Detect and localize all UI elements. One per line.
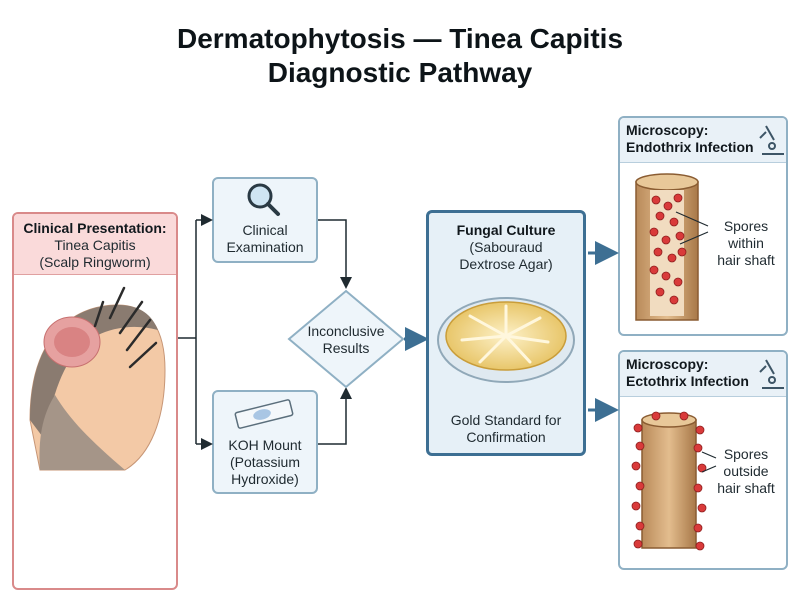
koh-line-1: KOH Mount bbox=[228, 437, 302, 453]
exam-line-1: Clinical bbox=[242, 222, 288, 238]
endothrix-title-2: Endothrix Infection bbox=[626, 139, 754, 155]
ectothrix-label-1: Spores bbox=[723, 446, 769, 462]
clinical-heading: Clinical Presentation: bbox=[23, 220, 167, 236]
culture-line-2: Dextrose Agar) bbox=[459, 256, 553, 272]
decision-diamond bbox=[287, 289, 405, 389]
ectothrix-label-2: outside bbox=[723, 463, 769, 479]
title-line-2: Diagnostic Pathway bbox=[267, 57, 533, 88]
endothrix-label-2: within bbox=[728, 235, 764, 251]
ectothrix-spores bbox=[631, 411, 707, 551]
endothrix-title-1: Microscopy: bbox=[626, 122, 709, 138]
microscope-icon bbox=[759, 359, 784, 389]
decision-line-2: Results bbox=[323, 340, 370, 356]
culture-footer-1: Gold Standard for bbox=[450, 412, 562, 428]
culture-heading: Fungal Culture bbox=[456, 222, 556, 238]
ectothrix-hair-shaft bbox=[631, 411, 717, 551]
ectothrix-label-3: hair shaft bbox=[717, 480, 775, 496]
page-title: Dermatophytosis — Tinea Capitis Diagnost… bbox=[0, 22, 800, 90]
scalp-illustration bbox=[29, 286, 166, 471]
clinical-line-1: Tinea Capitis bbox=[54, 237, 136, 253]
magnifier-icon bbox=[247, 183, 280, 216]
arrow-koh-to-decision bbox=[318, 387, 352, 445]
clinical-examination-box bbox=[212, 177, 318, 263]
endothrix-hair-shaft bbox=[635, 173, 709, 321]
clinical-line-2: (Scalp Ringworm) bbox=[39, 254, 151, 270]
ectothrix-title-1: Microscopy: bbox=[626, 356, 709, 372]
petri-dish-illustration bbox=[437, 297, 575, 383]
ectothrix-header bbox=[620, 352, 786, 397]
arrow-exam-to-decision bbox=[318, 219, 352, 289]
endothrix-spores bbox=[649, 193, 687, 305]
endothrix-label-3: hair shaft bbox=[717, 252, 775, 268]
culture-line-1: (Sabouraud bbox=[469, 239, 543, 255]
koh-line-3: Hydroxide) bbox=[231, 471, 299, 487]
decision-line-1: Inconclusive bbox=[307, 323, 384, 339]
endothrix-label-1: Spores bbox=[723, 218, 769, 234]
culture-footer-2: Confirmation bbox=[466, 429, 546, 445]
title-line-1: Dermatophytosis — Tinea Capitis bbox=[176, 23, 624, 54]
koh-line-2: (Potassium bbox=[229, 454, 301, 470]
ectothrix-title-2: Ectothrix Infection bbox=[626, 373, 749, 389]
connector-lines bbox=[178, 214, 352, 450]
endothrix-header bbox=[620, 118, 786, 163]
clinical-presentation-header bbox=[14, 214, 176, 275]
microscope-icon bbox=[759, 125, 784, 155]
microscope-slide-icon bbox=[234, 399, 294, 429]
exam-line-2: Examination bbox=[226, 239, 304, 255]
